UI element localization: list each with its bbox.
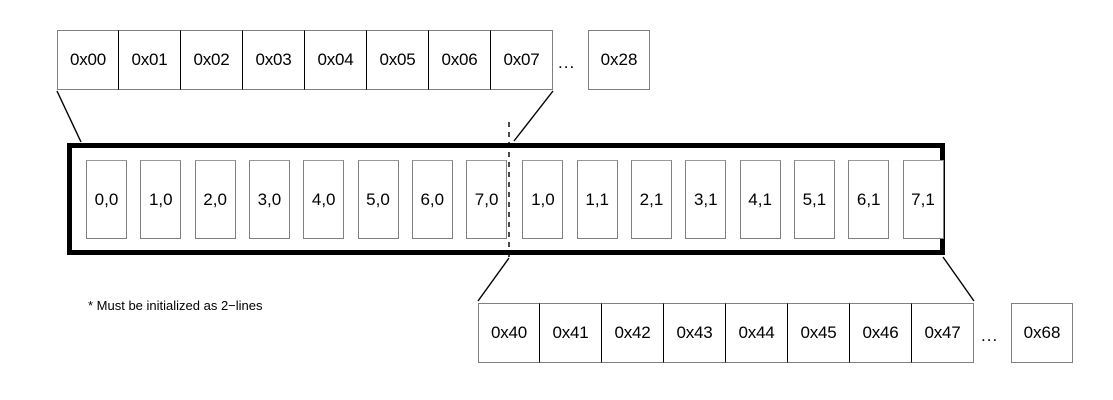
cache-line-cell-6: 6,0 (411, 160, 453, 239)
cache-line-cell-3: 3,0 (248, 160, 290, 239)
cache-line-cells: 0,0 1,0 2,0 3,0 4,0 5,0 6,0 7,0 1,0 1,1 2,1 3,1 4,1 5… (72, 148, 944, 250)
bottom-address-cell-2: 0x42 (602, 303, 664, 363)
top-address-cell-tail: 0x28 (588, 30, 650, 90)
top-address-cell-1: 0x01 (119, 30, 181, 90)
cache-line-cell-1: 1,0 (140, 160, 182, 239)
bottom-address-cell-1: 0x41 (540, 303, 602, 363)
cache-line-container: 0,0 1,0 2,0 3,0 4,0 5,0 6,0 7,0 1,0 1,1 2,1 3,1 4,1 5… (67, 143, 945, 255)
top-address-cell-6: 0x06 (429, 30, 491, 90)
cache-line-cell-12: 4,1 (739, 160, 781, 239)
cache-line-cell-13: 5,1 (793, 160, 835, 239)
bottom-address-cell-4: 0x44 (726, 303, 788, 363)
cache-line-cell-7: 7,0 (466, 160, 508, 239)
cache-line-cell-11: 3,1 (685, 160, 727, 239)
leader-bottom-right (942, 256, 975, 302)
cache-line-cell-15: 7,1 (902, 160, 944, 239)
top-address-cell-3: 0x03 (243, 30, 305, 90)
top-row-ellipsis: ... (558, 53, 576, 72)
cache-line-cell-5: 5,0 (357, 160, 399, 239)
top-address-cell-2: 0x02 (181, 30, 243, 90)
bottom-row-ellipsis: ... (981, 326, 999, 345)
footnote-text: * Must be initialized as 2−lines (88, 298, 263, 313)
cache-line-cell-8: 1,0 (522, 160, 564, 239)
bottom-address-cell-3: 0x43 (664, 303, 726, 363)
cache-line-cell-0: 0,0 (86, 160, 127, 239)
leader-top-left (56, 90, 82, 143)
leader-top-right (513, 90, 554, 142)
cache-line-cell-4: 4,0 (303, 160, 345, 239)
bottom-address-cell-6: 0x46 (850, 303, 912, 363)
leader-bottom-left (477, 257, 510, 302)
cache-line-cell-2: 2,0 (194, 160, 236, 239)
top-address-cell-4: 0x04 (305, 30, 367, 90)
bottom-address-cell-0: 0x40 (478, 303, 540, 363)
bottom-address-cell-5: 0x45 (788, 303, 850, 363)
top-address-cell-5: 0x05 (367, 30, 429, 90)
top-address-cell-7: 0x07 (491, 30, 553, 90)
bottom-address-cell-7: 0x47 (912, 303, 974, 363)
cache-line-cell-14: 6,1 (848, 160, 890, 239)
bottom-address-cell-tail: 0x68 (1011, 303, 1073, 363)
cache-line-cell-9: 1,1 (576, 160, 618, 239)
top-address-cell-0: 0x00 (57, 30, 119, 90)
cache-line-cell-10: 2,1 (631, 160, 672, 239)
